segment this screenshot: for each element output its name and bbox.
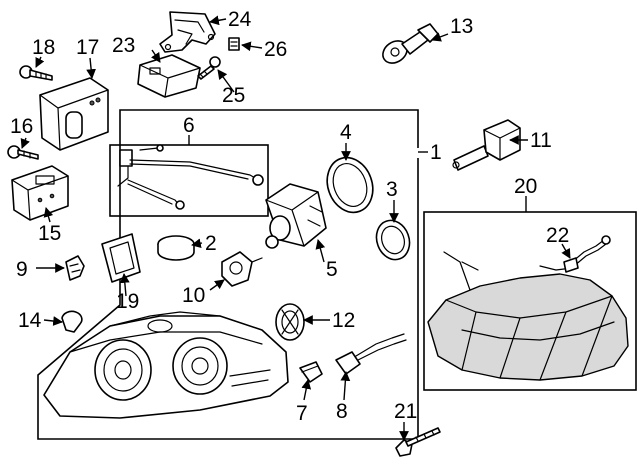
socket-10-part bbox=[221, 251, 263, 287]
callout-8: 8 bbox=[336, 400, 348, 423]
callout-7: 7 bbox=[296, 402, 308, 425]
screw-16-part bbox=[7, 145, 39, 160]
callout-22: 22 bbox=[546, 224, 569, 247]
callout-2: 2 bbox=[205, 232, 217, 255]
headlamp-housing-part bbox=[43, 311, 289, 419]
headlamp-assembly-frame bbox=[37, 109, 419, 440]
callout-10: 10 bbox=[182, 284, 205, 307]
callout-12: 12 bbox=[332, 309, 355, 332]
level-sensor-frame bbox=[109, 144, 269, 217]
control-module-part bbox=[137, 54, 201, 98]
small-bulb-9-part bbox=[65, 255, 85, 281]
callout-25: 25 bbox=[222, 84, 245, 107]
hid-bulb-11-part bbox=[452, 119, 521, 171]
bulb-13-part bbox=[382, 23, 439, 64]
callout-6: 6 bbox=[183, 114, 195, 137]
igniter-part bbox=[11, 165, 69, 221]
callout-14: 14 bbox=[18, 309, 42, 332]
bracket-part bbox=[159, 11, 216, 53]
callout-3: 3 bbox=[386, 178, 398, 201]
callout-24: 24 bbox=[228, 8, 252, 31]
lower-cover-20-part bbox=[427, 251, 629, 381]
grommet-2-part bbox=[157, 235, 195, 261]
callout-13: 13 bbox=[450, 15, 473, 38]
screw-25-part bbox=[197, 56, 221, 80]
screw-18-part bbox=[19, 65, 53, 81]
callout-23: 23 bbox=[112, 34, 135, 57]
callout-16: 16 bbox=[10, 115, 33, 138]
leader-arrows bbox=[20, 15, 571, 441]
bolt-21-part bbox=[395, 427, 441, 457]
motor-5-part bbox=[265, 183, 327, 249]
callout-9: 9 bbox=[16, 258, 28, 281]
callout-17: 17 bbox=[76, 36, 99, 59]
gasket-19-part bbox=[101, 233, 141, 283]
socket-12-part bbox=[275, 303, 305, 341]
ballast-part bbox=[39, 77, 109, 151]
callout-19: 19 bbox=[116, 290, 139, 313]
callout-1: 1 bbox=[430, 141, 442, 164]
cap-14-part bbox=[61, 310, 83, 333]
wedge-bulb-7-part bbox=[299, 361, 323, 383]
callout-5: 5 bbox=[326, 258, 338, 281]
callout-11: 11 bbox=[530, 129, 552, 152]
cover-frame bbox=[423, 211, 637, 391]
ring-3-part bbox=[375, 219, 411, 261]
clip-part bbox=[228, 37, 240, 51]
socket-8-part bbox=[335, 333, 407, 375]
level-sensor-6-part bbox=[117, 144, 264, 210]
callout-15: 15 bbox=[38, 222, 61, 245]
callout-18: 18 bbox=[32, 36, 55, 59]
ring-4-part bbox=[326, 156, 374, 214]
callout-4: 4 bbox=[340, 121, 352, 144]
cable-22-part bbox=[563, 235, 611, 273]
callout-26: 26 bbox=[264, 38, 287, 61]
callout-20: 20 bbox=[514, 175, 537, 198]
callout-21: 21 bbox=[394, 400, 417, 423]
